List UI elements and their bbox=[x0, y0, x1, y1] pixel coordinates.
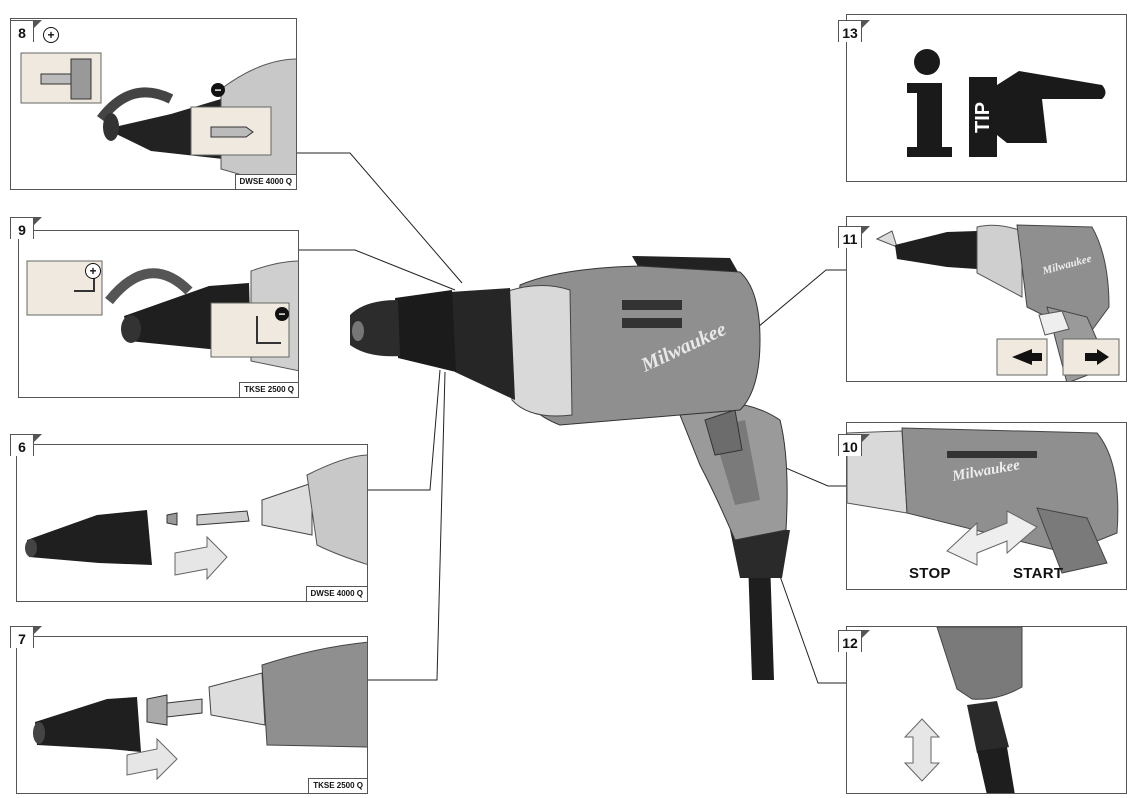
panel-8-illustration bbox=[20, 52, 296, 189]
panel-9-model: TKSE 2500 Q bbox=[239, 382, 298, 397]
minus-icon: − bbox=[275, 307, 289, 321]
panel-9-illustration bbox=[26, 260, 298, 372]
start-label: START bbox=[1013, 565, 1064, 582]
panel-7: TKSE 2500 Q bbox=[16, 636, 368, 794]
screwdriver-main bbox=[350, 256, 790, 680]
panel-6-model: DWSE 4000 Q bbox=[305, 586, 367, 601]
panel-13: TIP bbox=[846, 14, 1127, 182]
panel-10: Milwaukee STOP START bbox=[846, 422, 1127, 590]
minus-icon: − bbox=[211, 83, 225, 97]
panel-12-number: 12 bbox=[838, 630, 870, 652]
panel-11: Milwaukee bbox=[846, 216, 1127, 382]
panel-12-illustration bbox=[903, 627, 1023, 793]
panel-10-illustration bbox=[847, 427, 1119, 574]
panel-10-number: 10 bbox=[838, 434, 870, 456]
panel-9: + − TKSE 2500 Q bbox=[18, 230, 299, 398]
panel-12 bbox=[846, 626, 1127, 794]
panel-7-illustration bbox=[33, 641, 367, 781]
panel-9-number: 9 bbox=[10, 217, 42, 239]
panel-6-illustration bbox=[25, 454, 367, 581]
panel-11-illustration bbox=[875, 224, 1120, 381]
stop-label: STOP bbox=[909, 565, 951, 582]
panel-6: DWSE 4000 Q bbox=[16, 444, 368, 602]
panel-7-model: TKSE 2500 Q bbox=[308, 778, 367, 793]
panel-7-number: 7 bbox=[10, 626, 42, 648]
plus-icon: + bbox=[85, 263, 101, 279]
panel-8-model: DWSE 4000 Q bbox=[234, 174, 296, 189]
panel-8: + − DWSE 4000 Q bbox=[10, 18, 297, 190]
panel-8-number: 8 bbox=[10, 20, 42, 42]
tip-word: TIP bbox=[972, 101, 994, 133]
panel-13-number: 13 bbox=[838, 20, 870, 42]
plus-icon: + bbox=[43, 27, 59, 43]
panel-6-number: 6 bbox=[10, 434, 42, 456]
leader-lines bbox=[296, 152, 846, 684]
panel-11-number: 11 bbox=[838, 226, 870, 248]
tip-icon bbox=[907, 49, 1106, 157]
